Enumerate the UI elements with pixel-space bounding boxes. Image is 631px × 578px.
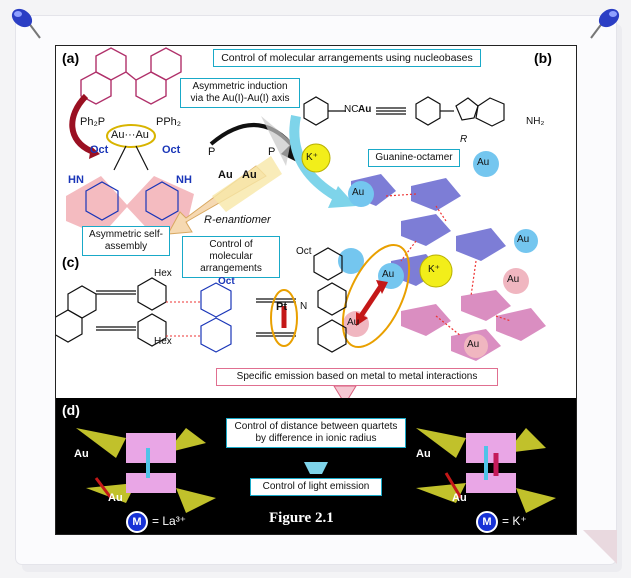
oct-label-left: Oct <box>90 144 109 156</box>
specific-emission-caption: Specific emission based on metal to meta… <box>216 368 498 386</box>
au-d-right: Au <box>416 448 431 460</box>
label-c: (c) <box>62 254 80 270</box>
au-left: Au <box>218 169 233 181</box>
pt-label: Pt <box>276 301 287 313</box>
au-sphere-label: Au <box>467 339 480 350</box>
panel-d-artwork <box>76 428 556 513</box>
label-b: (b) <box>534 50 552 66</box>
asymmetric-self-assembly-caption: Asymmetric self-assembly <box>82 226 170 256</box>
page-curl <box>583 530 617 564</box>
r-enantiomer-label: R-enantiomer <box>204 214 271 226</box>
figure-caption: Figure 2.1 <box>269 510 334 526</box>
asymmetric-induction-caption: Asymmetric induction via the Au(I)-Au(I)… <box>180 78 300 108</box>
p-right: P <box>268 146 276 158</box>
light-emission-caption: Control of light emission <box>250 478 382 496</box>
hn-label: HN <box>68 174 84 186</box>
au-d-right-lower: Au <box>452 492 467 504</box>
au-sphere-label: Au <box>382 269 395 280</box>
oct-label-right: Oct <box>162 144 181 156</box>
nh-label: NH <box>176 174 192 186</box>
ph2p-label: Ph₂P <box>80 116 106 128</box>
legend-k: M= K⁺ <box>476 511 527 533</box>
legend-la: M= La³⁺ <box>126 511 186 533</box>
hex-label: Hex <box>154 268 172 279</box>
k-ion-top: K⁺ <box>306 152 318 163</box>
au-d-left-lower: Au <box>108 492 123 504</box>
m-symbol-icon: M <box>126 511 148 533</box>
oct-pt-label: Oct <box>296 246 312 257</box>
nc-label: NC <box>344 104 359 115</box>
p-left: P <box>208 146 216 158</box>
au-au-label: Au···Au <box>111 129 149 141</box>
au-sphere-label: Au <box>477 157 490 168</box>
nh2-label: NH₂ <box>526 116 545 127</box>
au-sphere-label: Au <box>352 187 365 198</box>
au-sphere-label: Au <box>507 274 520 285</box>
au-right: Au <box>242 169 257 181</box>
oct-c-label: Oct <box>218 276 235 287</box>
isonitrile-au-label: Au <box>358 104 372 115</box>
k-ion-center: K⁺ <box>428 264 440 275</box>
pph2-label: PPh₂ <box>156 116 182 128</box>
distance-control-caption: Control of distance between quartets by … <box>226 418 406 448</box>
au-sphere-label: Au <box>347 317 360 328</box>
m-symbol-icon: M <box>476 511 498 533</box>
pushpin-icon <box>11 8 41 39</box>
figure-frame: (a) (b) (c) (d) Control of molecular arr… <box>55 45 577 535</box>
guanine-octamer-caption: Guanine-octamer <box>368 149 460 167</box>
n-label: N <box>300 301 308 312</box>
figure-artwork <box>56 47 546 405</box>
pushpin-icon <box>590 8 620 39</box>
label-a: (a) <box>62 50 80 66</box>
hex-label: Hex <box>154 336 172 347</box>
au-d-left: Au <box>74 448 89 460</box>
nucleobases-caption: Control of molecular arrangements using … <box>213 49 481 67</box>
r-substituent-label: R <box>460 134 468 145</box>
molecular-arrangements-caption: Control of molecular arrangements <box>182 236 280 278</box>
label-d: (d) <box>62 402 80 418</box>
au-sphere-label: Au <box>517 234 530 245</box>
